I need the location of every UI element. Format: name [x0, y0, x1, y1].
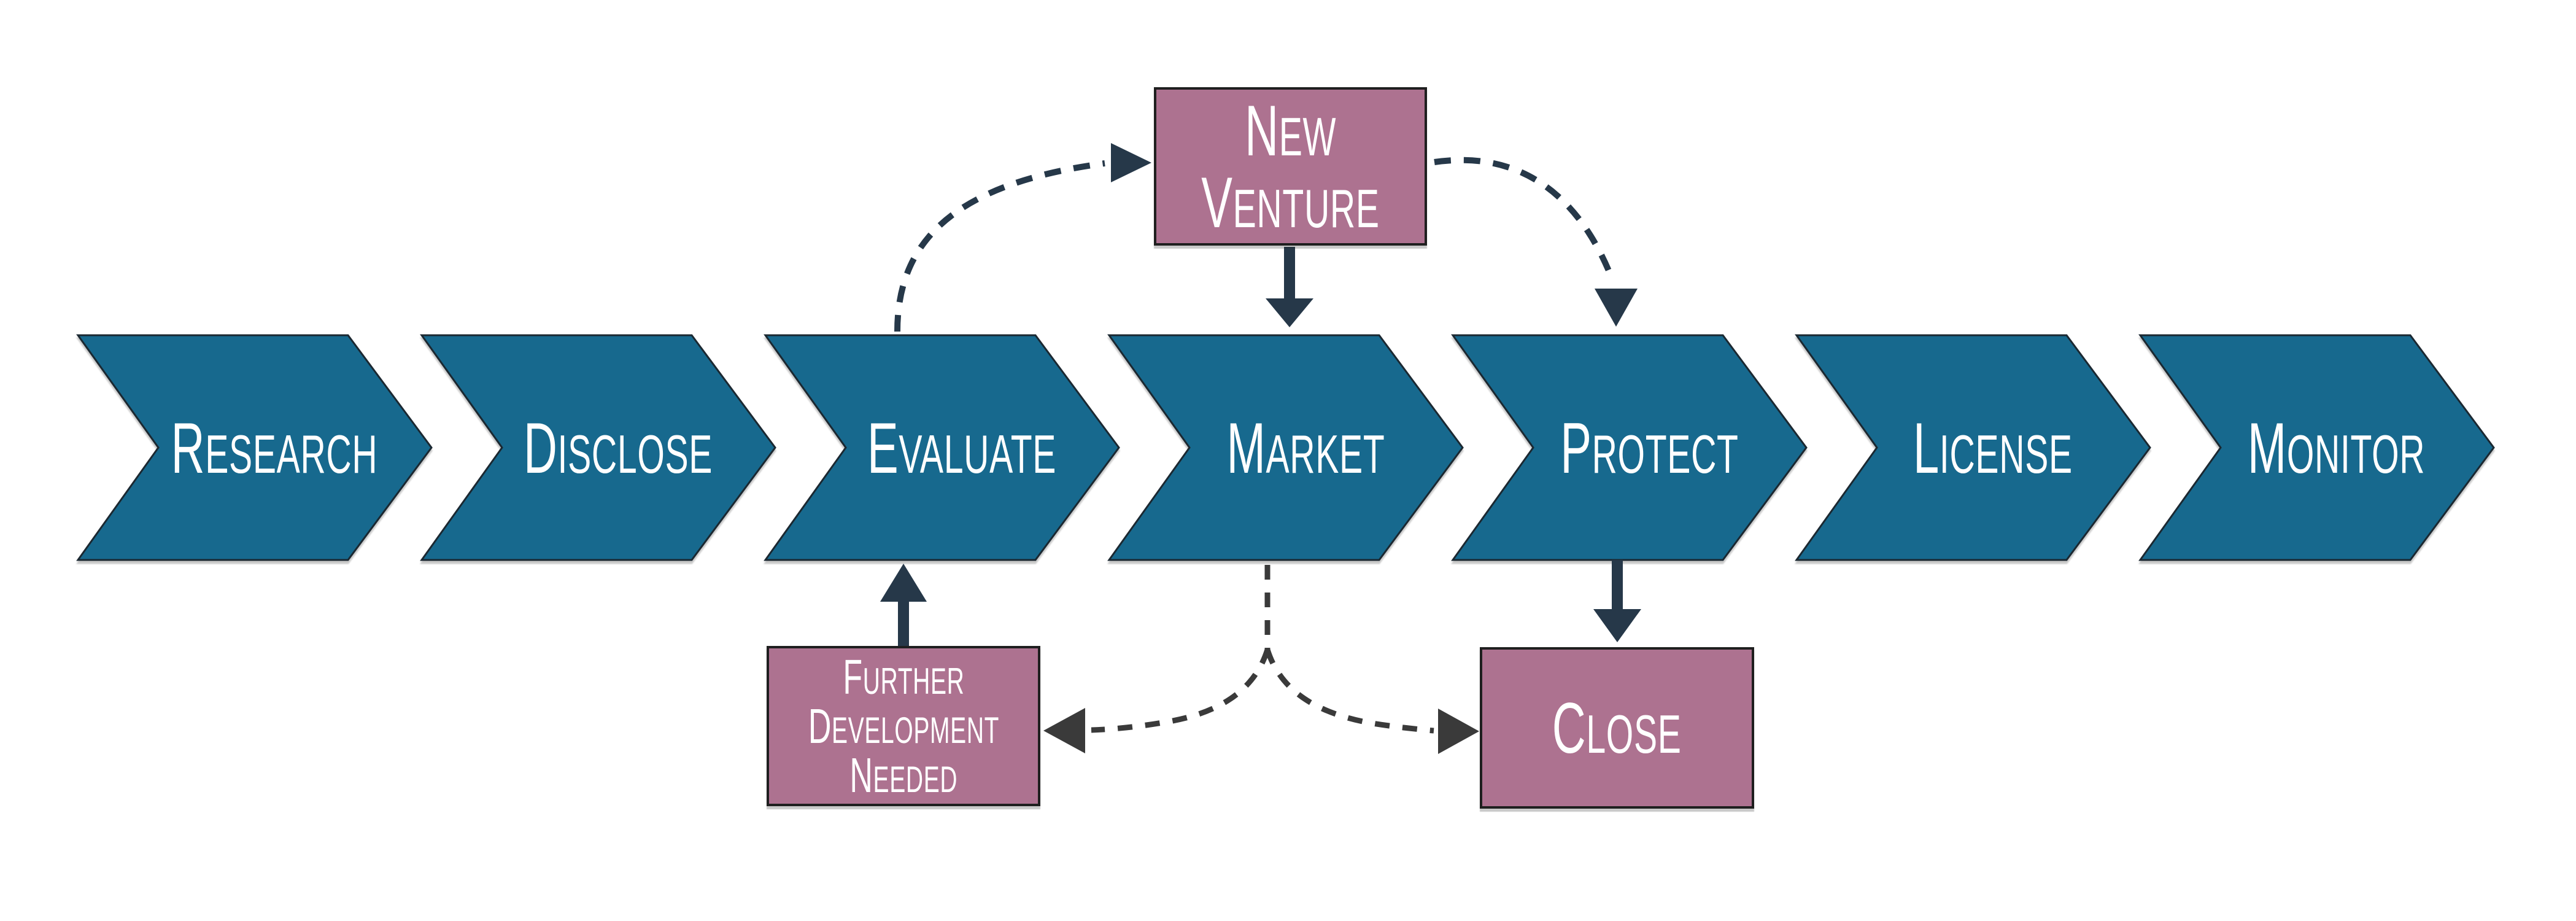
arrow-further-development-to-evaluate [880, 564, 927, 647]
box-new-venture-line2: Venture [1201, 162, 1380, 243]
box-further-development-line1: Further [842, 649, 965, 704]
dashed-arrow-market-to-close [1264, 648, 1479, 754]
dashed-arrow-evaluate-to-new-venture [894, 143, 1151, 332]
chevron-license[interactable] [1795, 334, 2151, 561]
box-further-development-line2: Development [808, 698, 999, 753]
dashed-arrow-new-venture-to-protect [1434, 157, 1638, 327]
chevron-protect[interactable] [1451, 334, 1808, 561]
process-chevrons [76, 334, 2495, 561]
box-further-development-needed[interactable]: Further Development Needed [767, 646, 1040, 806]
chevron-evaluate[interactable] [764, 334, 1120, 561]
dashed-arrow-market-to-further-development [1043, 648, 1271, 753]
box-further-development-line3: Needed [849, 747, 957, 802]
arrow-protect-to-close [1593, 560, 1641, 642]
chevron-market[interactable] [1107, 334, 1464, 561]
chevron-monitor[interactable] [2138, 334, 2495, 561]
box-close-line1: Close [1552, 688, 1682, 768]
box-new-venture[interactable]: New Venture [1154, 87, 1427, 246]
arrow-new-venture-to-market [1266, 247, 1313, 327]
box-new-venture-line1: New [1244, 90, 1337, 171]
box-close[interactable]: Close [1480, 647, 1754, 809]
chevron-research[interactable] [76, 334, 433, 561]
chevron-disclose[interactable] [420, 334, 776, 561]
